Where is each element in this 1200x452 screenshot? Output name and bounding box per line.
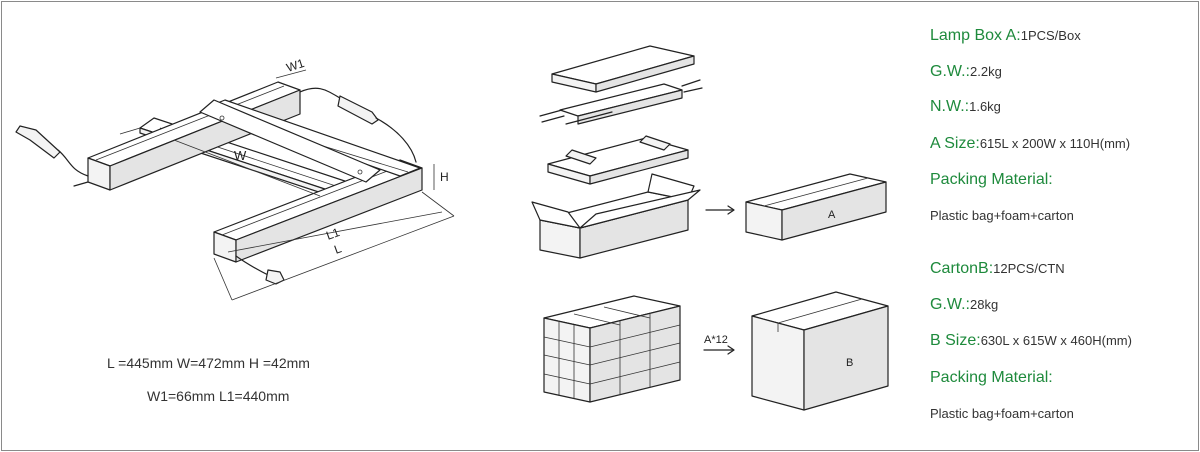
lamp-part <box>539 79 703 125</box>
power-cable-right <box>235 87 417 285</box>
spec-key: G.W.: <box>930 296 970 313</box>
spec-packing-a: Packing Material: <box>930 170 1053 190</box>
spec-packing-b: Packing Material: <box>930 368 1053 388</box>
spec-key: CartonB: <box>930 260 994 277</box>
spec-key: N.W.: <box>930 98 970 115</box>
mounting-bracket <box>119 99 381 183</box>
spec-size-a: A Size:615L x 200W x 110H(mm) <box>930 134 1130 154</box>
arrow-to-box-b <box>703 345 735 355</box>
spec-lamp-box-a: Lamp Box A:1PCS/Box <box>930 26 1081 46</box>
spec-key: B Size: <box>930 332 981 349</box>
spec-value: 2.2kg <box>970 64 1002 79</box>
spec-nw-a: N.W.:1.6kg <box>930 97 1001 117</box>
stacked-boxes <box>543 295 681 403</box>
spec-carton-b: CartonB:12PCS/CTN <box>930 259 1065 279</box>
spec-value: 1.6kg <box>969 99 1001 114</box>
spec-packing-a-text: Plastic bag+foam+carton <box>930 208 1074 223</box>
spec-value: 28kg <box>970 297 999 312</box>
spec-gw-b: G.W.:28kg <box>930 295 998 315</box>
arrow-to-box-a <box>705 205 735 215</box>
lamp-fixture-drawing: W1 W H L1 L <box>15 56 455 301</box>
box-b <box>751 291 889 411</box>
box-a <box>745 173 887 241</box>
label-box-a: A <box>828 209 836 221</box>
label-l1: L1 <box>324 225 342 243</box>
label-l: L <box>332 241 343 257</box>
spec-key: Lamp Box A: <box>930 27 1021 44</box>
dimension-lines <box>173 69 455 301</box>
label-a12: A*12 <box>704 334 728 346</box>
spec-gw-a: G.W.:2.2kg <box>930 62 1002 82</box>
exploded-packing: A A*12 B <box>531 45 889 411</box>
lower-rail <box>213 159 423 263</box>
spec-value: 1PCS/Box <box>1020 28 1081 43</box>
spec-value: 615L x 200W x 110H(mm) <box>979 136 1131 151</box>
spec-value: 630L x 615W x 460H(mm) <box>980 333 1132 348</box>
spec-key: G.W.: <box>930 63 970 80</box>
label-h: H <box>440 170 449 184</box>
spec-key: A Size: <box>930 135 980 152</box>
label-box-b: B <box>846 357 853 369</box>
dimensions-line-1: L =445mm W=472mm H =42mm <box>107 355 310 371</box>
foam-tray <box>547 135 689 185</box>
dimensions-line-2: W1=66mm L1=440mm <box>147 388 290 404</box>
spec-key: Packing Material: <box>930 171 1053 188</box>
spec-key: Packing Material: <box>930 369 1053 386</box>
label-w1: W1 <box>285 56 307 75</box>
power-cable-left <box>15 125 89 187</box>
label-w: W <box>234 148 247 163</box>
open-carton <box>531 173 701 259</box>
spec-value: 12PCS/CTN <box>993 261 1065 276</box>
foam-lid <box>551 45 695 93</box>
spec-size-b: B Size:630L x 615W x 460H(mm) <box>930 331 1132 351</box>
spec-packing-b-text: Plastic bag+foam+carton <box>930 406 1074 421</box>
